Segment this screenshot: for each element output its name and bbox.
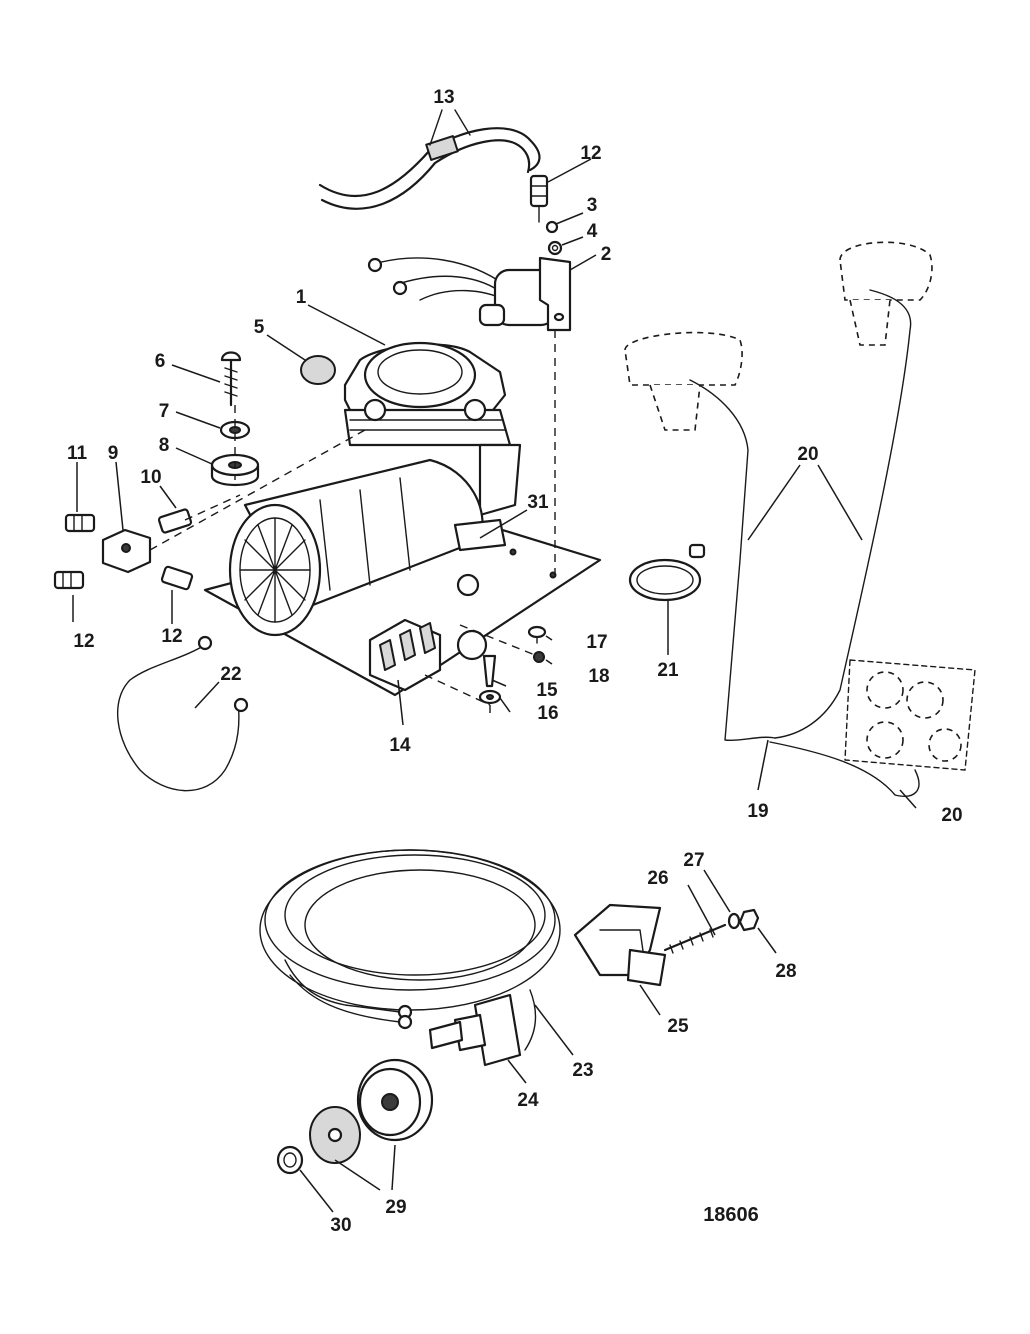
callout-24: 24 [517, 1090, 539, 1111]
drawing-number: 18606 [703, 1204, 759, 1226]
callout-28: 28 [775, 961, 796, 982]
part-7-washer [219, 420, 251, 440]
part-11-fitting [64, 513, 96, 533]
part-25-bracket [573, 903, 667, 987]
callout-22: 22 [220, 664, 241, 685]
part-31-motor-and-base [203, 458, 602, 697]
callout-8: 8 [159, 435, 170, 456]
callout-7: 7 [159, 401, 170, 422]
callout-labels: 13 12 3 4 2 1 5 6 7 8 11 9 10 31 20 12 1… [67, 87, 963, 1236]
callout-4: 4 [587, 221, 598, 242]
callout-20-lower: 20 [941, 805, 962, 826]
part-27-washer [727, 912, 741, 930]
callout-5: 5 [254, 317, 265, 338]
callout-15: 15 [536, 680, 558, 701]
callout-12-top: 12 [580, 143, 601, 164]
part-24-switch [428, 993, 522, 1067]
assembly-dashed-lines [149, 330, 556, 715]
callout-18: 18 [588, 666, 609, 687]
callout-17: 17 [586, 632, 607, 653]
part-15-screw [482, 654, 497, 688]
callout-31: 31 [527, 492, 549, 513]
callout-2: 2 [601, 244, 612, 265]
part-29-housing [309, 1058, 434, 1164]
callout-13: 13 [433, 87, 454, 108]
part-30-nut [276, 1145, 304, 1175]
part-23-harness [259, 849, 561, 1051]
part-4-washer [547, 240, 563, 256]
part-21-clamp [628, 543, 706, 602]
part-20-air-line [624, 241, 976, 797]
callout-11: 11 [67, 443, 88, 464]
part-5-filter [300, 355, 336, 385]
part-26-stud [663, 923, 727, 954]
callout-12-mid: 12 [161, 626, 182, 647]
callout-1: 1 [296, 287, 307, 308]
callout-30: 30 [330, 1215, 351, 1236]
part-12-fitting-left [53, 570, 85, 590]
callout-29: 29 [385, 1197, 406, 1218]
part-28-nut [738, 908, 760, 932]
part-1-compressor-head [343, 341, 522, 517]
callout-20-upper: 20 [797, 444, 818, 465]
part-12-fitting-mid [160, 565, 194, 591]
part-13-hose [318, 109, 541, 210]
part-12-fitting-top [529, 174, 549, 223]
callout-9: 9 [108, 443, 119, 464]
part-16-washer [478, 689, 502, 705]
part-14-terminal-block [368, 618, 442, 692]
part-9-manifold [101, 528, 152, 574]
part-8-grommet [210, 453, 260, 486]
leader-lines [72, 158, 917, 1213]
callout-10: 10 [140, 467, 161, 488]
callout-23: 23 [572, 1060, 593, 1081]
part-3-screw [545, 220, 559, 234]
callout-27: 27 [683, 850, 704, 871]
callout-21: 21 [657, 660, 679, 681]
callout-6: 6 [155, 351, 166, 372]
part-22-ground-wire [117, 635, 249, 792]
callout-16: 16 [537, 703, 558, 724]
callout-25: 25 [667, 1016, 689, 1037]
callout-26: 26 [647, 868, 668, 889]
part-17-screw [527, 625, 547, 644]
part-18-nut [533, 651, 545, 663]
part-2-valve-solenoid [367, 256, 572, 332]
callout-3: 3 [587, 195, 598, 216]
part-6-screw [220, 351, 242, 407]
part-10-fitting [157, 508, 193, 534]
callout-19: 19 [747, 801, 768, 822]
callout-12-left: 12 [73, 631, 94, 652]
callout-14: 14 [389, 735, 411, 756]
